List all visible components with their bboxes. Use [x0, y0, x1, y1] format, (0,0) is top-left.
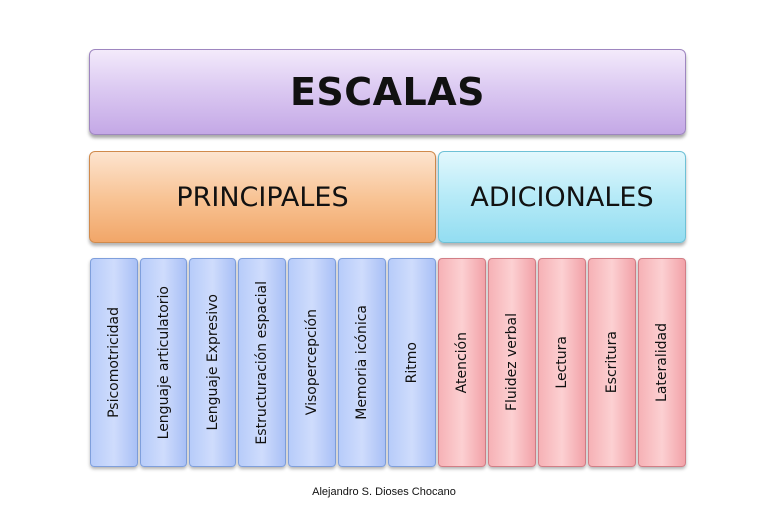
author-credit: Alejandro S. Dioses Chocano: [312, 486, 456, 498]
adicional-item-lectura: Lectura: [538, 258, 586, 467]
principal-item-label: Ritmo: [404, 341, 420, 384]
principal-item-estructuracion-espacial: Estructuración espacial: [238, 258, 286, 467]
principal-item-label: Psicomotricidad: [106, 307, 122, 418]
adicional-item-atencion: Atención: [438, 258, 486, 467]
title-box: ESCALAS: [89, 49, 686, 135]
principal-item-label: Estructuración espacial: [254, 280, 270, 445]
principal-item-label: Lenguaje articulatorio: [155, 285, 172, 440]
principales-header: PRINCIPALES: [89, 151, 436, 243]
principal-item-label: Lenguaje Expresivo: [204, 294, 221, 431]
principal-item-memoria-iconica: Memoria icónica: [338, 258, 386, 467]
principal-item-lenguaje-expresivo: Lenguaje Expresivo: [189, 258, 236, 467]
principales-label: PRINCIPALES: [176, 181, 349, 213]
principal-item-visopercepcion: Visopercepción: [288, 258, 336, 467]
adicionales-header: ADICIONALES: [438, 151, 686, 243]
principal-item-label: Memoria icónica: [354, 305, 370, 420]
adicional-item-label: Lateralidad: [654, 323, 670, 402]
adicional-item-lateralidad: Lateralidad: [638, 258, 686, 467]
adicional-item-label: Atención: [454, 331, 470, 394]
principal-item-ritmo: Ritmo: [388, 258, 436, 467]
adicional-item-label: Fluidez verbal: [504, 313, 520, 412]
adicional-item-label: Lectura: [554, 336, 570, 389]
adicional-item-escritura: Escritura: [588, 258, 636, 467]
adicional-item-label: Escritura: [604, 331, 620, 394]
diagram-title: ESCALAS: [289, 70, 486, 114]
adicionales-label: ADICIONALES: [470, 181, 654, 213]
principal-item-lenguaje-articulatorio: Lenguaje articulatorio: [140, 258, 187, 467]
principal-item-label: Visopercepción: [304, 309, 320, 416]
principal-item-psicomotricidad: Psicomotricidad: [90, 258, 138, 467]
adicional-item-fluidez-verbal: Fluidez verbal: [488, 258, 536, 467]
